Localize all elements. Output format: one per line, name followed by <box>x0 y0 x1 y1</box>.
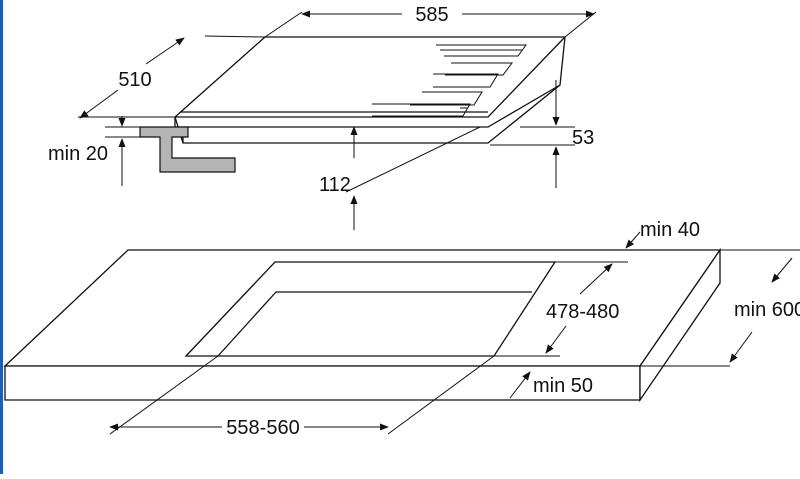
label-510: 510 <box>118 69 151 91</box>
dim-cutout-depth: 478-480 <box>494 263 619 357</box>
label-558-560: 558-560 <box>226 417 299 439</box>
dim-clamp-min: min 20 <box>48 116 140 186</box>
hob-body <box>174 36 566 144</box>
left-edge-accent <box>0 0 3 474</box>
dim-hob-height: 53 <box>490 80 594 188</box>
worktop <box>3 247 722 403</box>
dim-worktop-depth: min 600 <box>640 249 800 367</box>
label-min-20: min 20 <box>48 143 108 165</box>
dim-front-margin: min 50 <box>509 371 593 399</box>
label-585: 585 <box>415 4 448 26</box>
hob-controls <box>372 44 527 117</box>
dim-clearance: 112 <box>319 126 481 230</box>
label-min-600: min 600 <box>734 299 800 321</box>
mounting-clamp <box>139 126 236 173</box>
label-112: 112 <box>319 174 351 196</box>
dim-hob-depth: 510 <box>78 35 266 119</box>
dim-rear-margin: min 40 <box>555 219 700 263</box>
label-min-40: min 40 <box>640 219 700 241</box>
label-53: 53 <box>572 127 594 149</box>
label-min-50: min 50 <box>533 375 593 397</box>
label-478-480: 478-480 <box>546 301 619 323</box>
dim-cutout-width: 558-560 <box>109 355 495 439</box>
dim-hob-width: 585 <box>264 4 597 38</box>
